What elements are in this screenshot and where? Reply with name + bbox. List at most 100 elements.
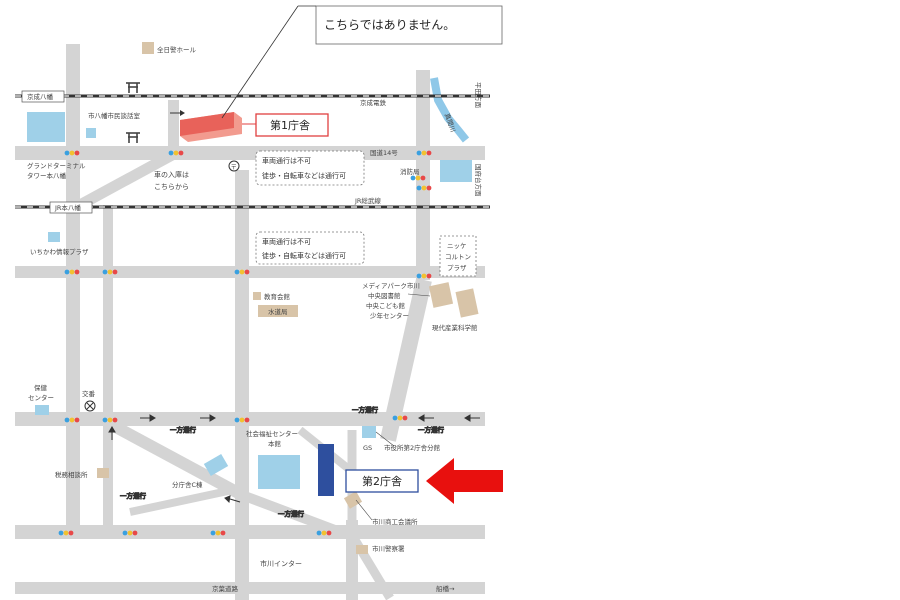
callout-text: こちらではありません。 xyxy=(324,18,455,32)
entrance-arrow-icon xyxy=(170,110,185,116)
road-row-416 xyxy=(15,412,485,426)
fire-station-block xyxy=(440,160,472,182)
traffic-signal-icon xyxy=(410,175,426,181)
traffic-signal-icon xyxy=(234,417,250,423)
keisei-line-label: 京成電鉄 xyxy=(360,98,387,107)
water-works-block xyxy=(258,305,298,317)
keisei-station-box xyxy=(21,90,65,103)
note-top-line2: 徒歩・自転車などは通行可 xyxy=(262,171,346,180)
svg-text:ニッケ: ニッケ xyxy=(447,242,467,250)
first-building-face xyxy=(180,112,234,136)
svg-text:本館: 本館 xyxy=(268,439,282,448)
road-diag-low3 xyxy=(129,484,243,516)
svg-text:グランドターミナル: グランドターミナル xyxy=(27,161,86,170)
road-route14 xyxy=(15,146,485,160)
traffic-signal-icon xyxy=(102,417,118,423)
police-block xyxy=(356,545,368,554)
red-arrow-icon xyxy=(426,458,503,504)
road-row-270 xyxy=(15,266,485,278)
science-museum-block xyxy=(455,288,479,318)
traffic-signal-icon xyxy=(58,530,74,536)
place-labels: 全日警ホール 市八幡市民談話室 グランドターミナル タワー本八幡 車の入庫は こ… xyxy=(27,45,483,593)
note-mid: 車両通行は不可 徒歩・自転車などは通行可 xyxy=(255,231,365,265)
oneway-label-5: 一方通行 xyxy=(278,509,305,518)
jr-station-label: JR本八幡 xyxy=(54,203,81,212)
callout-box xyxy=(315,5,503,45)
oneway-label-2: 一方通行 xyxy=(352,405,379,414)
ichikawa-ic-label: 市川インター xyxy=(260,559,302,568)
keisei-station-label: 京成八幡 xyxy=(27,92,54,101)
hirata-label: 平田方面 xyxy=(474,82,483,109)
education-hall-block xyxy=(253,292,261,300)
police-label: 市川警察署 xyxy=(372,544,405,553)
traffic-signal-icon xyxy=(416,150,432,156)
sub-office-c-label: 分庁舎C棟 xyxy=(172,480,203,489)
road-network xyxy=(15,44,485,600)
minseiiinkai-label: 市八幡市民談話室 xyxy=(88,111,141,120)
commerce-hall-label: 市川商工会議所 xyxy=(372,517,418,526)
traffic-signal-icon xyxy=(64,269,80,275)
route14-label: 国道14号 xyxy=(370,148,398,157)
facility-blocks xyxy=(27,42,479,554)
second-building: 第2庁舎 xyxy=(318,444,419,496)
kounodai-label: 国府台方面 xyxy=(474,164,483,197)
funabashi-label: 船橋→ xyxy=(436,584,455,593)
science-museum-label: 現代産業科学館 xyxy=(432,323,478,332)
tax-office-label: 税務相談所 xyxy=(55,470,88,479)
traffic-signal-icon xyxy=(392,415,408,421)
welfare-center-block xyxy=(258,455,300,489)
svg-text:中央図書館: 中央図書館 xyxy=(368,291,401,300)
education-hall-label: 教育会館 xyxy=(264,292,291,301)
traffic-signal-icon xyxy=(416,185,432,191)
first-building: 第1庁舎 xyxy=(180,112,329,142)
oneway-label-1: 一方通行 xyxy=(170,425,197,434)
road-diag-left xyxy=(77,150,175,210)
fire-station-label: 消防局 xyxy=(400,167,420,176)
note-top: 車両通行は不可 徒歩・自転車などは通行可 xyxy=(255,150,365,186)
keiyo-label: 京葉道路 xyxy=(212,584,239,593)
note-mid-line2: 徒歩・自転車などは通行可 xyxy=(262,251,346,260)
koban-label: 交番 xyxy=(82,389,96,398)
first-building-label: 第1庁舎 xyxy=(270,118,310,132)
second-building-shape xyxy=(318,444,334,496)
oneway-label-3: 一方通行 xyxy=(418,425,445,434)
road-col-352 xyxy=(346,520,358,600)
road-row-530 xyxy=(15,525,485,539)
road-diag-main xyxy=(380,278,432,442)
traffic-signal-icon xyxy=(102,269,118,275)
note-nikke: ニッケ コルトン プラザ xyxy=(439,235,477,277)
health-center-block xyxy=(35,405,49,415)
svg-text:〒: 〒 xyxy=(231,163,238,171)
callout-leader xyxy=(221,5,299,119)
svg-text:タワー本八幡: タワー本八幡 xyxy=(27,171,67,180)
torii-icon xyxy=(126,82,140,93)
road-diag-lower xyxy=(109,419,245,501)
road-keiyo xyxy=(15,582,485,594)
callout: こちらではありません。 xyxy=(221,5,503,119)
post-office-icon: 〒 xyxy=(228,160,240,172)
jr-line-label: JR総武線 xyxy=(354,196,381,205)
entrance-note-1: 車の入庫は xyxy=(154,170,189,179)
oneway-label-4: 一方通行 xyxy=(120,491,147,500)
plaza-label: いちかわ情報プラザ xyxy=(30,247,89,256)
oneway-markers: 一方通行 一方通行 一方通行 一方通行 一方通行 xyxy=(108,405,480,519)
commerce-hall-block xyxy=(343,491,363,509)
road-col-72 xyxy=(66,44,80,534)
second-building-label-box xyxy=(345,469,419,493)
road-col-174 xyxy=(168,100,179,150)
svg-text:中央こども館: 中央こども館 xyxy=(366,301,406,310)
sub-office-c-block xyxy=(203,453,229,477)
gs-label: GS xyxy=(363,444,372,452)
svg-text:プラザ: プラザ xyxy=(447,264,467,272)
svg-text:メディアパーク市川: メディアパーク市川 xyxy=(362,281,420,290)
traffic-signal-icon xyxy=(210,530,226,536)
traffic-signal-icon xyxy=(234,269,250,275)
svg-text:社会福祉センター: 社会福祉センター xyxy=(246,429,298,438)
traffic-signal-icon xyxy=(122,530,138,536)
svg-text:コルトン: コルトン xyxy=(445,253,471,261)
first-building-label-box xyxy=(255,113,329,137)
svg-text:センター: センター xyxy=(28,393,54,402)
traffic-signal-icon xyxy=(168,150,184,156)
zenichi-hall-block xyxy=(142,42,154,54)
svg-text:少年センター: 少年センター xyxy=(370,311,409,320)
